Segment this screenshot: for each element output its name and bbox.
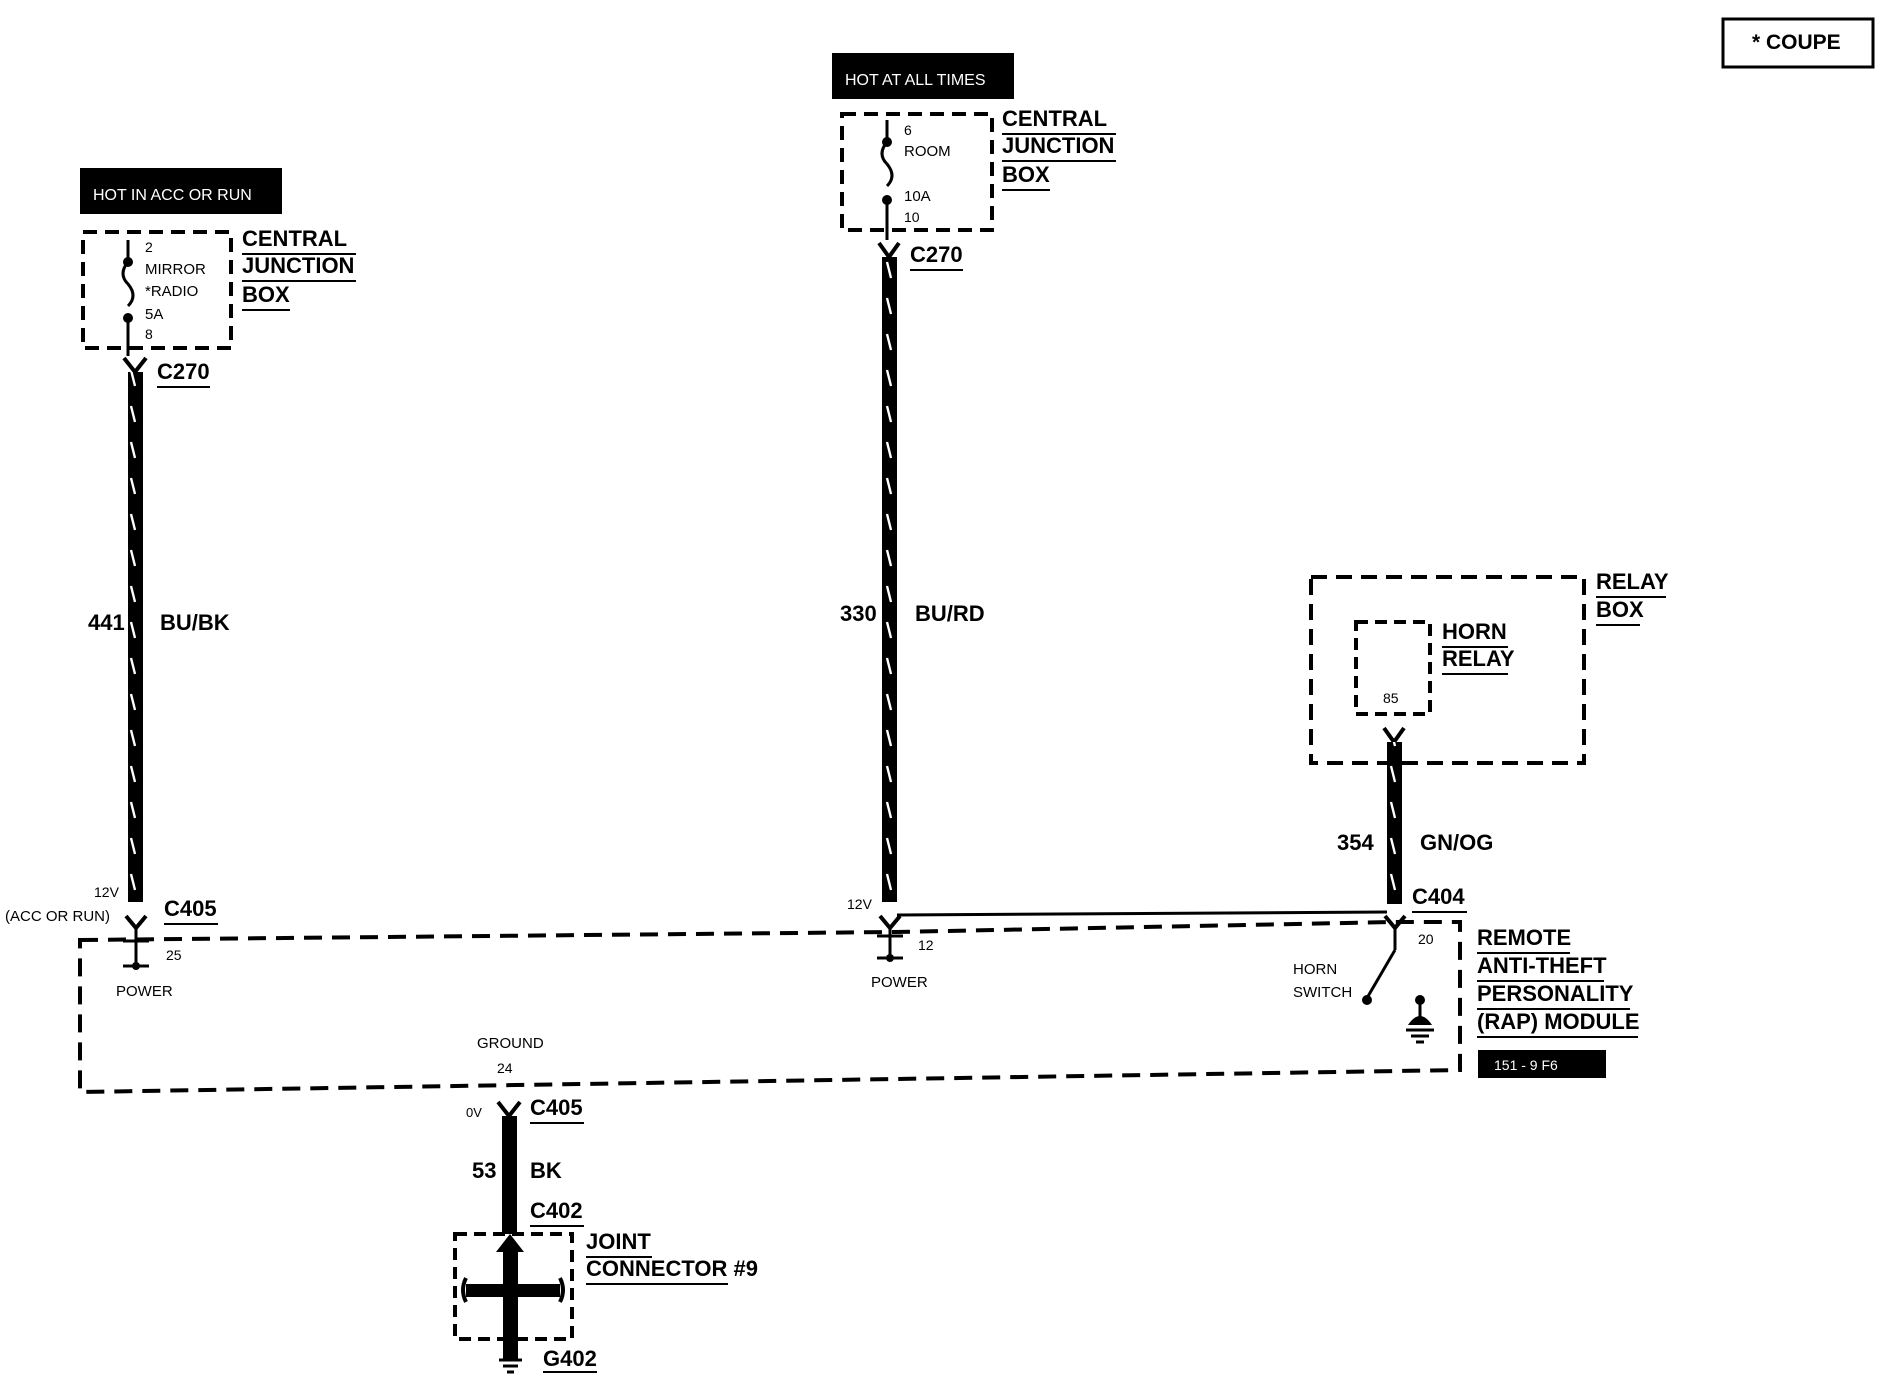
horn-switch-label-1: HORN [1293,961,1337,978]
center-fuse-pin-out: 10 [904,209,920,225]
svg-text:CENTRAL: CENTRAL [242,226,347,251]
relay-box [1309,575,1586,765]
center-pin-label: POWER [871,974,928,991]
wire-53-circuit: 53 [472,1158,496,1183]
rap-module-label: REMOTE ANTI-THEFT PERSONALITY (RAP) MODU… [1477,925,1640,1038]
right-pin-number: 20 [1418,931,1434,947]
joint-connector-icon [461,1234,565,1360]
svg-text:HORN: HORN [1442,619,1507,644]
left-pin-label: POWER [116,983,173,1000]
ground-symbol-icon [499,1358,522,1374]
left-connector-c270: C270 [157,359,210,384]
left-connector-c270-symbol [122,356,148,376]
wire-354 [1387,742,1402,904]
left-fuse-icon [121,240,135,356]
legend-box [1721,17,1875,69]
svg-text:ANTI-THEFT: ANTI-THEFT [1477,953,1607,978]
svg-text:RELAY: RELAY [1596,569,1669,594]
center-pin-voltage: 12V [847,896,873,912]
svg-text:CENTRAL: CENTRAL [1002,106,1107,131]
joint-connector-label: JOINT CONNECTOR #9 [586,1229,758,1285]
svg-text:JOINT: JOINT [586,1229,651,1254]
left-power-pin-icon [123,928,149,970]
left-pin-number: 25 [166,947,182,963]
center-to-right-link [896,910,1388,917]
svg-text:CONNECTOR #9: CONNECTOR #9 [586,1256,758,1281]
left-fuse-rating: 5A [145,306,163,323]
right-c404-symbol [1383,914,1407,932]
left-fuse-pin-in: 2 [145,239,153,255]
center-power-pin-icon [877,928,903,962]
relay-pin-85-connector [1382,726,1406,746]
wire-354-circuit: 354 [1337,830,1374,855]
wire-53 [502,1116,517,1234]
left-pin-voltage: 12V [94,884,120,900]
svg-text:PERSONALITY: PERSONALITY [1477,981,1634,1006]
wire-354-color: GN/OG [1420,830,1493,855]
center-fuse-name: ROOM [904,143,951,160]
center-fuse-pin-in: 6 [904,122,912,138]
ground-label: GROUND [477,1035,544,1052]
left-pin-voltage-note: (ACC OR RUN) [5,908,110,925]
hot-at-all-times-banner [832,53,1014,99]
wire-441-color: BU/BK [160,610,230,635]
left-fuse-name2: *RADIO [145,283,198,300]
wire-441-circuit: 441 [88,610,125,635]
left-fuse-pin-out: 8 [145,326,153,342]
svg-text:BOX: BOX [1002,162,1050,187]
ground-voltage: 0V [466,1105,482,1120]
svg-text:BOX: BOX [1596,597,1644,622]
left-fuse-name: MIRROR [145,261,206,278]
horn-switch-label-2: SWITCH [1293,984,1352,1001]
hot-in-acc-or-run-label: HOT IN ACC OR RUN [93,187,252,204]
center-fuse-rating: 10A [904,188,931,205]
horn-switch-icon [1362,928,1434,1044]
figure-id-tag [1478,1050,1606,1078]
svg-text:RELAY: RELAY [1442,646,1515,671]
center-connector-c270: C270 [910,242,963,267]
center-junction-box-label: CENTRAL JUNCTION BOX [1002,106,1116,191]
wire-330-circuit: 330 [840,601,877,626]
legend-note: * COUPE [1752,31,1841,54]
center-junction-box [840,112,994,232]
hot-at-all-times-label: HOT AT ALL TIMES [845,72,986,89]
center-pin-connector [878,914,902,932]
svg-text:JUNCTION: JUNCTION [242,253,354,278]
left-c405-symbol [124,914,148,932]
joint-connector-box [453,1232,574,1341]
svg-text:(RAP) MODULE: (RAP) MODULE [1477,1009,1640,1034]
ground-c405-symbol [496,1100,522,1120]
horn-relay-pin: 85 [1383,690,1399,706]
ground-c402-label: C402 [530,1198,583,1223]
ground-id: G402 [543,1346,597,1371]
right-c404-label: C404 [1412,884,1465,909]
ground-pin-number: 24 [497,1060,513,1076]
ground-c405-label: C405 [530,1095,583,1120]
left-c405-label: C405 [164,896,217,921]
wire-330 [882,257,897,902]
svg-text:REMOTE: REMOTE [1477,925,1571,950]
svg-text:JUNCTION: JUNCTION [1002,133,1114,158]
horn-relay-label: HORN RELAY [1442,619,1515,675]
center-pin-number: 12 [918,937,934,953]
hot-in-acc-or-run-banner [80,168,282,214]
figure-id: 151 - 9 F6 [1494,1057,1558,1073]
horn-relay [1354,620,1432,716]
wire-330-color: BU/RD [915,601,985,626]
left-junction-box-label: CENTRAL JUNCTION BOX [242,226,356,311]
center-connector-c270-symbol [877,241,901,261]
rap-module-box [78,920,1462,1095]
center-fuse-icon [880,120,894,240]
relay-box-label: RELAY BOX [1596,569,1669,626]
left-junction-box [81,230,233,350]
wire-53-color: BK [530,1158,562,1183]
wire-441 [128,372,143,902]
svg-text:BOX: BOX [242,282,290,307]
